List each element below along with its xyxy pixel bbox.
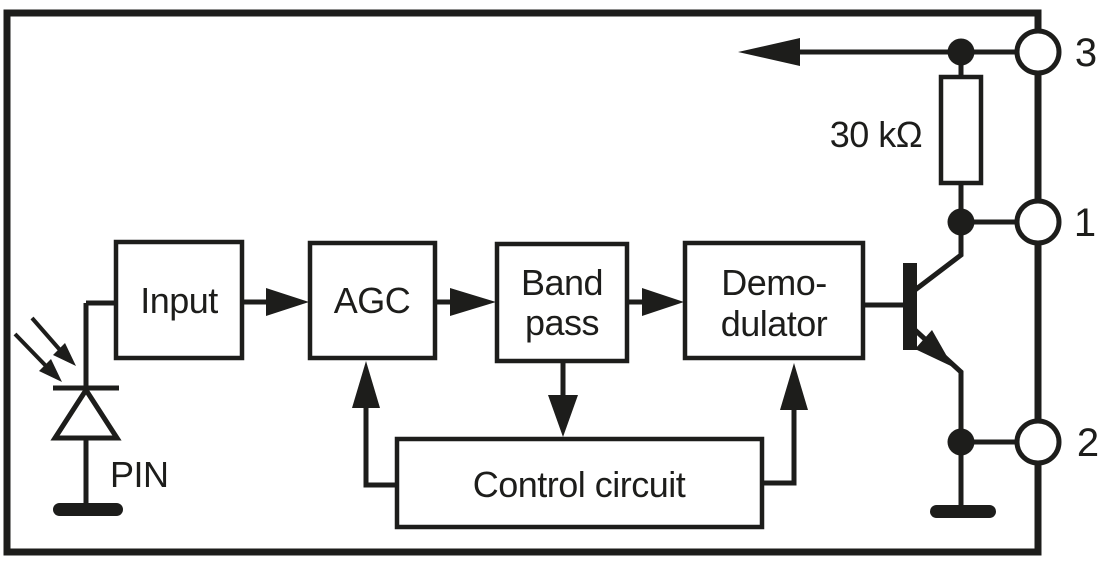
npn-transistor-symbol xyxy=(863,222,964,442)
block-bandpass-label-line1: Band xyxy=(521,262,603,303)
pin-terminal-2 xyxy=(1014,418,1062,466)
arrow-up-icon xyxy=(352,361,380,408)
resistor-30k: 30 kΩ xyxy=(830,74,984,186)
block-control-circuit-box xyxy=(394,436,765,530)
block-input-label: Input xyxy=(140,280,218,321)
block-agc-label: AGC xyxy=(334,280,411,321)
photodiode-triangle xyxy=(50,385,122,441)
arrow-right-icon xyxy=(450,288,496,316)
block-control-circuit: Control circuit xyxy=(394,436,765,530)
feedback-arrow-bandpass-to-control xyxy=(548,361,578,437)
arrow-right-icon xyxy=(266,288,309,316)
pin-terminal-3 xyxy=(1014,28,1062,76)
pin-label-3: 3 xyxy=(1075,31,1097,75)
light-arrow-line-1 xyxy=(30,316,62,352)
resistor-label: 30 kΩ xyxy=(830,114,922,155)
module-boundary xyxy=(3,9,1042,556)
light-arrows-icon xyxy=(13,316,76,382)
arrow-right-icon xyxy=(642,288,684,316)
pin-label-2: 2 xyxy=(1077,421,1099,465)
signal-arrow-bandpass-to-demodulator xyxy=(627,288,684,316)
ground-icon-photodiode xyxy=(53,503,123,516)
block-demodulator-label-line2: dulator xyxy=(721,303,828,344)
resistor-body xyxy=(938,74,984,186)
block-demodulator-label-line1: Demo- xyxy=(721,262,827,303)
block-agc: AGC xyxy=(307,240,438,361)
signal-arrow-agc-to-bandpass xyxy=(435,288,496,316)
feedback-arrow-control-to-agc xyxy=(352,361,397,488)
light-arrow-line-2 xyxy=(13,332,48,368)
feedback-arrow-control-to-demodulator xyxy=(762,363,808,486)
arrow-left-icon xyxy=(738,38,800,66)
junction-dot-pin1 xyxy=(947,208,975,236)
block-bandpass: Band pass xyxy=(494,241,630,364)
block-bandpass-box xyxy=(494,241,630,364)
junction-dot-pin2 xyxy=(947,428,975,456)
block-demodulator-box xyxy=(682,240,866,361)
pin-label-1: 1 xyxy=(1074,201,1096,245)
block-demodulator: Demo- dulator xyxy=(682,240,866,361)
pin-terminal-1 xyxy=(1014,198,1062,246)
transistor-base-bar xyxy=(903,263,917,350)
junction-dot-pin3 xyxy=(947,38,975,66)
block-input: Input xyxy=(113,239,245,361)
emitter-arrow-icon xyxy=(915,330,953,367)
arrow-line xyxy=(762,408,797,486)
block-control-circuit-label: Control circuit xyxy=(473,464,686,505)
arrow-up-icon xyxy=(780,363,808,410)
signal-arrow-input-to-agc xyxy=(242,288,309,316)
light-arrowhead-2 xyxy=(39,359,62,382)
photodiode-label: PIN xyxy=(110,454,169,495)
block-agc-box xyxy=(307,240,438,361)
light-arrowhead-1 xyxy=(53,343,76,366)
arrow-down-icon xyxy=(548,395,578,437)
block-bandpass-label-line2: pass xyxy=(525,302,599,343)
ground-bar-photodiode xyxy=(53,503,123,516)
arrow-line xyxy=(363,406,397,488)
pin-photodiode-symbol: PIN xyxy=(13,300,169,504)
ground-bar-emitter xyxy=(930,505,996,518)
supply-arrow xyxy=(738,38,961,66)
